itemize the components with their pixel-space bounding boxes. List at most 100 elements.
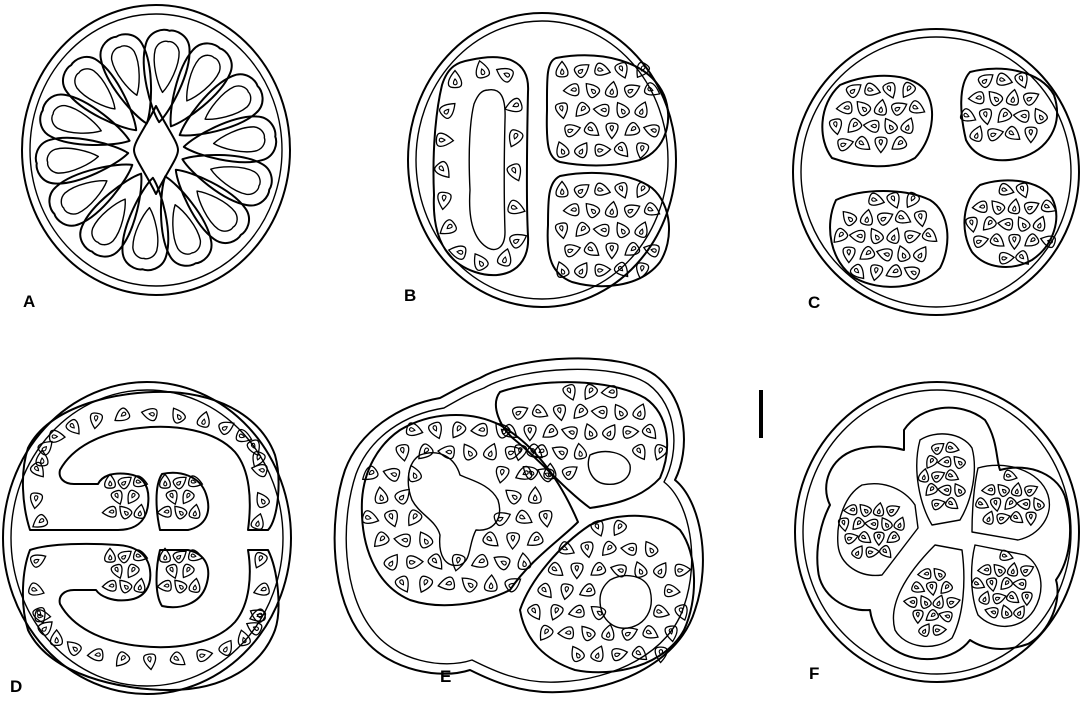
cell [911,581,927,596]
cell [989,233,1007,251]
panel-b-drawing [408,13,676,307]
cell [415,529,434,549]
panel-a-inner-wall [30,14,282,286]
cell [864,82,882,98]
cell [609,562,627,578]
panel-a-locule [137,28,192,125]
cell [985,88,1004,107]
cell [537,582,556,601]
cell [555,222,569,239]
cell [531,404,550,422]
cell [559,583,574,601]
cell [854,135,873,154]
cell [594,182,612,198]
cell [945,442,960,455]
cell [550,443,569,461]
cell [642,122,660,138]
cell [110,563,125,580]
cell [932,593,946,609]
cell [938,609,953,622]
cell [900,116,917,135]
cell [1004,125,1023,144]
cell [124,563,140,580]
cell [968,91,984,104]
cell [876,209,895,226]
cell [979,108,993,125]
cell [1013,603,1028,619]
cell [944,496,960,512]
cell [997,218,1013,231]
panel-e-lower-cavity [600,576,651,629]
cell [994,107,1013,126]
cell [937,457,951,468]
cell [844,117,863,136]
cell [926,581,938,596]
cell [1039,233,1056,248]
cell [969,124,986,143]
panel-c-locule-2 [961,69,1057,161]
cell [839,208,858,227]
cell [188,475,204,489]
cell [250,462,268,477]
cell [1009,234,1021,249]
cell [407,555,424,568]
cell [999,252,1014,264]
cell [134,503,147,519]
cell [526,603,544,622]
cell [553,404,567,421]
cell [556,61,568,76]
cell [999,550,1014,563]
panel-b-left-cavity [469,90,505,250]
cell [894,244,910,263]
cell [1026,512,1036,525]
cell [894,210,913,228]
cell [116,577,133,594]
cell [494,466,510,484]
cell [882,81,899,100]
cell [868,264,883,282]
cell [236,629,251,647]
cell [1014,214,1031,232]
cell [30,513,49,531]
cell [973,233,990,248]
cell [512,444,527,462]
cell [996,511,1011,524]
panel-f-drawing [795,382,1079,682]
cell [979,215,997,233]
cell [484,575,498,592]
cell [875,137,887,153]
cell [987,126,1005,141]
cell [572,221,591,240]
cell [994,481,1010,497]
cell [536,624,554,643]
cell [632,402,649,421]
cell [508,230,529,249]
cell [556,181,568,196]
cell [606,243,618,259]
cell [1015,182,1031,200]
cell [573,140,591,159]
cell [1008,198,1022,215]
cell [577,623,596,642]
cell [1007,562,1019,577]
cell [405,422,424,438]
cell [998,183,1015,198]
cell [540,423,559,442]
cell [829,118,843,135]
panel-label-b: B [404,287,416,304]
cell [874,98,889,115]
cell [1005,590,1021,606]
cell [1013,109,1030,122]
cell [384,509,401,528]
cell [361,510,380,527]
panel-e-outer-wall [335,358,703,692]
panel-c-cells [829,70,1058,282]
cell [1009,510,1025,526]
cell [524,531,544,550]
cell [469,553,489,571]
panel-b-outer-wall [408,13,676,307]
cell [373,486,388,504]
cell [886,226,903,245]
cell [547,603,564,622]
cell [63,638,82,657]
